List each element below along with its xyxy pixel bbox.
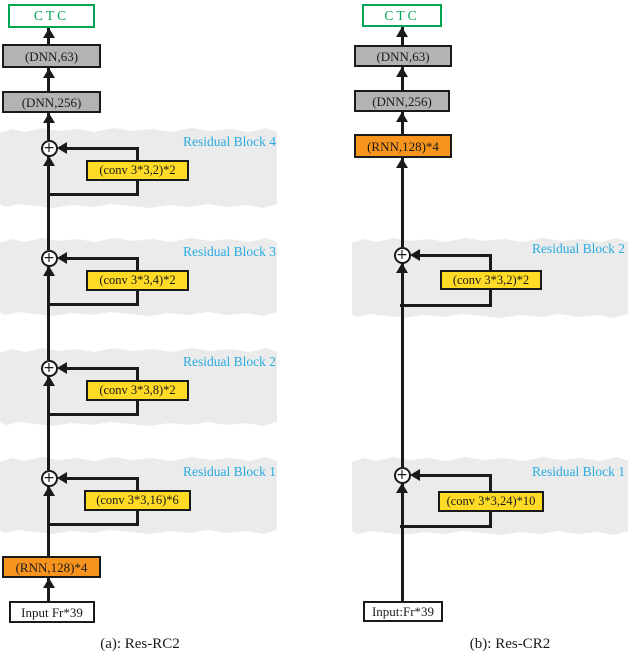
arrow-left-icon: [410, 249, 420, 261]
arrow-up-icon: [396, 158, 408, 168]
arrow-up-icon: [42, 113, 55, 123]
arrow-up-icon: [396, 27, 408, 37]
plus-icon: +: [396, 246, 408, 263]
arrow-up-icon: [42, 28, 55, 38]
branch-line: [489, 290, 492, 306]
flow-line: [400, 112, 404, 134]
arrow-up-icon: [42, 266, 55, 276]
rnn-box: (RNN,128)*4: [354, 134, 452, 158]
arrow-up-icon: [42, 578, 55, 588]
branch-line: [136, 511, 139, 525]
subfigure-caption: (a): Res-RC2: [100, 636, 180, 652]
dnn-box: (DNN,63): [2, 44, 101, 68]
sum-node: +: [40, 469, 58, 487]
conv-box: (conv 3*3,2)*2: [440, 270, 542, 290]
residual-block-label: Residual Block 1: [183, 464, 276, 479]
residual-block-label: Residual Block 3: [183, 244, 276, 259]
branch-line: [489, 512, 492, 527]
branch-line: [47, 523, 139, 526]
conv-box: (conv 3*3,2)*2: [86, 160, 189, 181]
flow-line: [400, 158, 404, 247]
flow-line: [47, 376, 50, 470]
sum-node: +: [40, 249, 58, 267]
arrow-up-icon: [42, 376, 55, 386]
conv-box: (conv 3*3,4)*2: [86, 270, 189, 291]
flow-line: [47, 113, 50, 140]
branch-line: [47, 193, 139, 196]
plus-icon: +: [43, 469, 55, 486]
arrow-left-icon: [57, 142, 67, 154]
sum-node: +: [40, 139, 58, 157]
arrow-left-icon: [57, 362, 67, 374]
branch-line: [400, 304, 492, 307]
conv-box: (conv 3*3,8)*2: [86, 380, 189, 401]
arrow-left-icon: [57, 252, 67, 264]
branch-line: [136, 401, 139, 415]
plus-icon: +: [43, 139, 55, 156]
branch-line: [47, 303, 139, 306]
flow-line: [47, 156, 50, 250]
rnn-box: (RNN,128)*4: [2, 556, 101, 578]
branch-line: [489, 475, 492, 491]
ctc-box: CTC: [362, 4, 442, 27]
flow-line: [47, 266, 50, 360]
branch-line: [47, 413, 139, 416]
arrow-up-icon: [396, 263, 408, 273]
arrow-up-icon: [42, 156, 55, 166]
residual-block-label: Residual Block 2: [183, 354, 276, 369]
plus-icon: +: [43, 249, 55, 266]
flow-line: [47, 486, 50, 556]
branch-line: [136, 478, 139, 490]
conv-box: (conv 3*3,24)*10: [438, 491, 544, 512]
flow-line: [47, 68, 50, 91]
branch-line: [136, 148, 139, 160]
flow-line: [400, 67, 404, 90]
input-box: Input:Fr*39: [363, 601, 443, 622]
branch-line: [62, 476, 139, 480]
ctc-box: CTC: [8, 4, 95, 28]
branch-line: [136, 181, 139, 195]
dnn-box: (DNN,256): [354, 90, 450, 112]
arrow-left-icon: [57, 472, 67, 484]
branch-line: [62, 366, 139, 370]
branch-line: [136, 291, 139, 305]
arrow-up-icon: [42, 486, 55, 496]
dnn-box: (DNN,256): [2, 91, 101, 113]
residual-block-label: Residual Block 2: [532, 241, 625, 256]
plus-icon: +: [396, 466, 408, 483]
arrow-up-icon: [396, 483, 408, 493]
flow-line: [400, 263, 404, 467]
branch-line: [400, 525, 492, 528]
arrow-up-icon: [396, 112, 408, 122]
branch-line: [415, 473, 492, 477]
branch-line: [415, 253, 492, 257]
branch-line: [489, 255, 492, 270]
input-box: Input Fr*39: [9, 601, 95, 623]
dnn-box: (DNN,63): [354, 45, 452, 67]
arrow-up-icon: [396, 67, 408, 77]
arrow-up-icon: [42, 68, 55, 78]
branch-line: [62, 146, 139, 150]
branch-line: [136, 258, 139, 270]
branch-line: [136, 368, 139, 380]
arrow-left-icon: [410, 469, 420, 481]
flow-line: [47, 578, 50, 601]
sum-node: +: [40, 359, 58, 377]
residual-block-label: Residual Block 1: [532, 464, 625, 479]
sum-node: +: [393, 246, 411, 264]
plus-icon: +: [43, 359, 55, 376]
flow-line: [400, 483, 404, 601]
residual-block-label: Residual Block 4: [183, 134, 276, 149]
conv-box: (conv 3*3,16)*6: [84, 490, 191, 511]
sum-node: +: [393, 466, 411, 484]
branch-line: [62, 256, 139, 260]
subfigure-caption: (b): Res-CR2: [469, 636, 551, 652]
